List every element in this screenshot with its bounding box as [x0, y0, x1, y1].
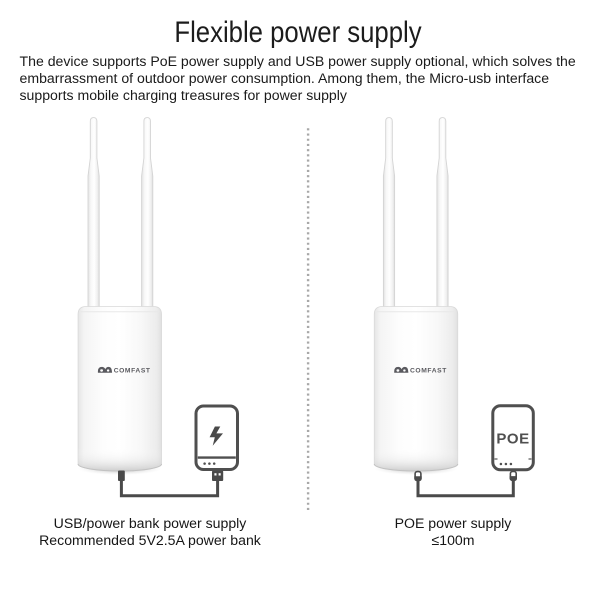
- svg-text:POE: POE: [496, 431, 529, 448]
